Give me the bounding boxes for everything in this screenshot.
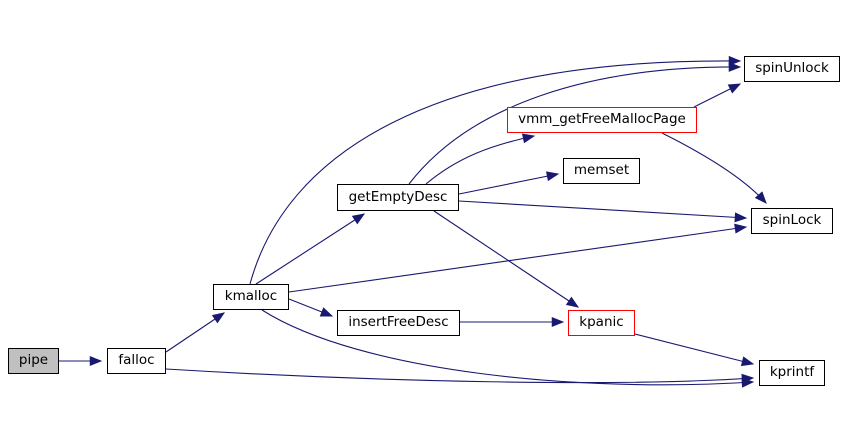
edge-kmalloc-kprintf bbox=[261, 309, 755, 388]
edge-getEmptyDesc-spinUnlock bbox=[408, 61, 742, 185]
edge-getEmptyDesc-kpanic bbox=[433, 210, 580, 308]
edge-vmm_getFreeMallocPage-spinLock bbox=[661, 132, 767, 204]
node-spinUnlock[interactable]: spinUnlock bbox=[744, 56, 840, 82]
node-memset[interactable]: memset bbox=[563, 158, 640, 184]
node-getEmptyDesc[interactable]: getEmptyDesc bbox=[337, 184, 459, 211]
node-pipe: pipe bbox=[8, 348, 59, 374]
node-kprintf[interactable]: kprintf bbox=[759, 360, 825, 386]
edge-getEmptyDesc-vmm_getFreeMallocPage bbox=[425, 133, 536, 185]
node-kpanic[interactable]: kpanic bbox=[568, 310, 635, 336]
edge-falloc-kprintf bbox=[165, 368, 755, 384]
edge-kmalloc-insertFreeDesc bbox=[288, 298, 334, 317]
node-insertFreeDesc[interactable]: insertFreeDesc bbox=[337, 310, 460, 336]
node-spinLock[interactable]: spinLock bbox=[751, 208, 833, 234]
node-vmm_getFreeMallocPage[interactable]: vmm_getFreeMallocPage bbox=[507, 107, 697, 133]
edge-kmalloc-getEmptyDesc bbox=[255, 213, 366, 285]
edge-getEmptyDesc-memset bbox=[458, 171, 560, 195]
edge-vmm_getFreeMallocPage-spinUnlock bbox=[693, 83, 742, 108]
edge-falloc-kmalloc bbox=[165, 312, 226, 353]
node-kmalloc[interactable]: kmalloc bbox=[213, 284, 289, 310]
edge-kpanic-kprintf bbox=[634, 333, 755, 367]
edge-getEmptyDesc-spinLock bbox=[458, 200, 748, 223]
edge-kmalloc-spinLock bbox=[288, 223, 748, 293]
edge-kmalloc-spinUnlock bbox=[249, 55, 742, 285]
node-falloc[interactable]: falloc bbox=[107, 348, 166, 374]
